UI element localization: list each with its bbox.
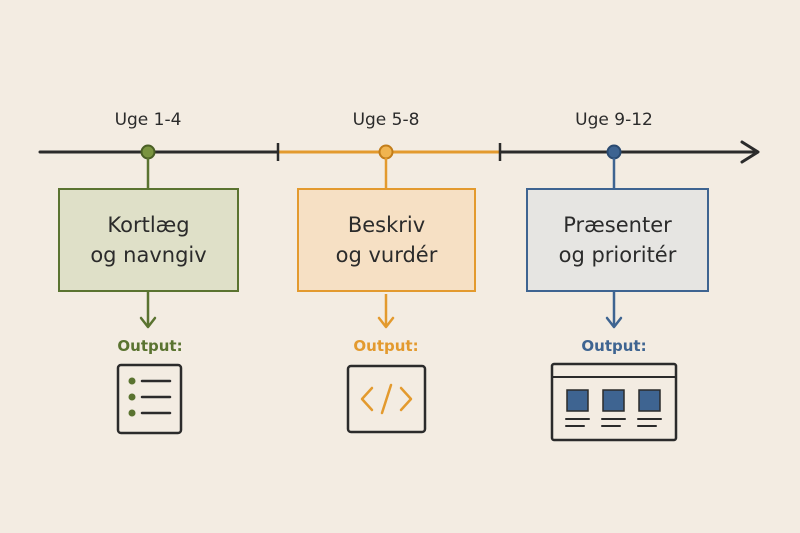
phase-title-line1: Kortlæg xyxy=(107,213,190,237)
dashboard-icon xyxy=(550,362,678,442)
milestone-dot-3 xyxy=(606,144,622,160)
arrow-down-icon-3 xyxy=(605,316,623,329)
output-label-1: Output: xyxy=(117,337,183,355)
phase-box-2: Beskriv og vurdér xyxy=(297,188,476,292)
phase-box-1: Kortlæg og navngiv xyxy=(58,188,239,292)
week-label-1: Uge 1-4 xyxy=(114,110,182,130)
timeline-arrowhead xyxy=(740,140,760,164)
code-icon xyxy=(346,364,427,434)
phase-box-3: Præsenter og prioritér xyxy=(526,188,709,292)
list-icon xyxy=(116,363,183,435)
phase-title-line1: Beskriv xyxy=(347,213,426,237)
phase-title-line1: Præsenter xyxy=(563,213,672,237)
phase-title-line2: og vurdér xyxy=(335,243,438,267)
phase-title-line2: og prioritér xyxy=(558,243,677,267)
week-label-2: Uge 5-8 xyxy=(352,110,420,130)
output-label-3: Output: xyxy=(581,337,647,355)
phase-title-line2: og navngiv xyxy=(90,243,207,267)
arrow-down-icon-2 xyxy=(377,316,395,329)
milestone-dot-1 xyxy=(140,144,156,160)
milestone-dot-2 xyxy=(378,144,394,160)
output-label-2: Output: xyxy=(353,337,419,355)
week-label-3: Uge 9-12 xyxy=(575,110,653,130)
arrow-down-icon-1 xyxy=(139,316,157,329)
